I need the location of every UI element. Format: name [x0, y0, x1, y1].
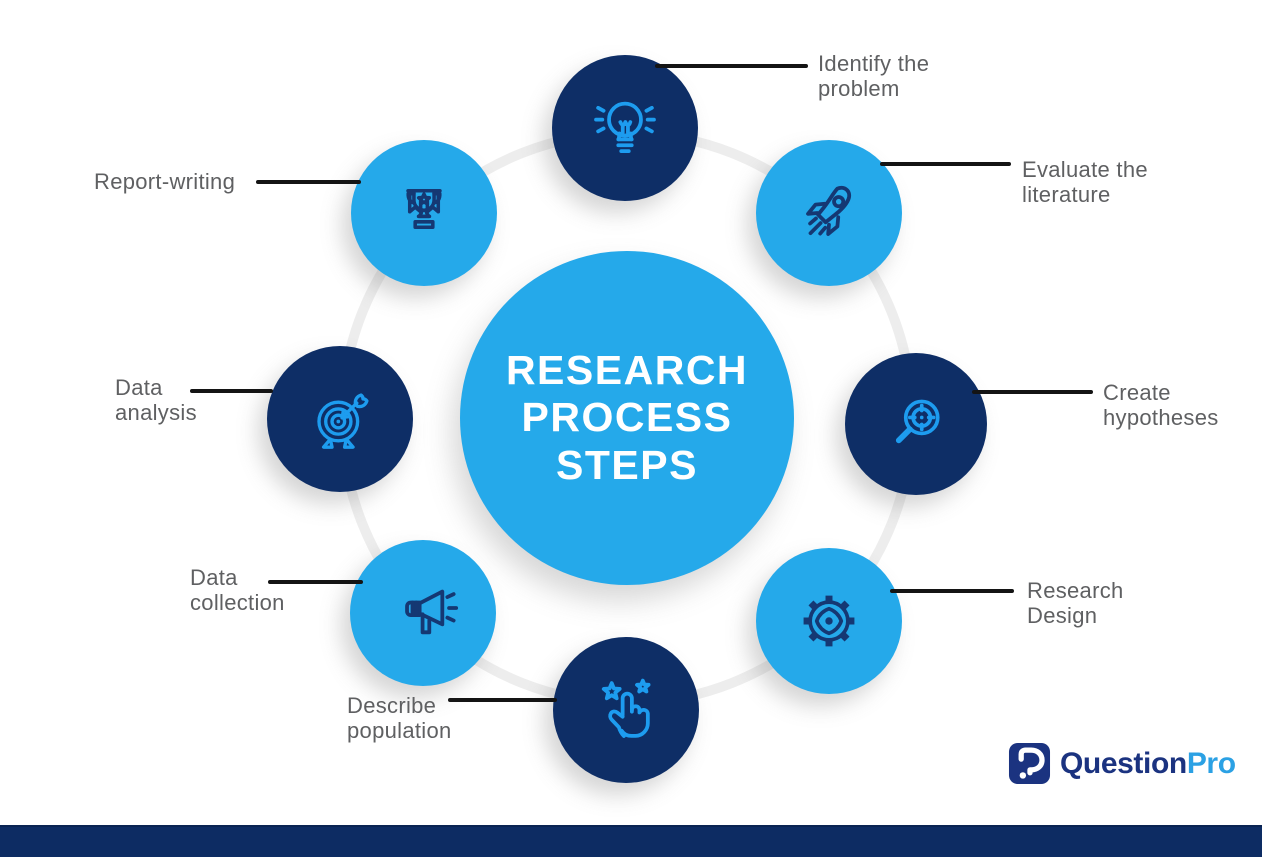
- connector-line-create-hypotheses: [972, 390, 1093, 394]
- diagram-title: RESEARCH PROCESS STEPS: [505, 346, 749, 488]
- logo-text-pro: Pro: [1186, 746, 1236, 780]
- step-label-research-design: Research Design: [1027, 578, 1124, 628]
- step-label-data-analysis: Data analysis: [115, 375, 197, 425]
- lightbulb-icon: [594, 101, 656, 153]
- logo-text-question: Question: [1060, 746, 1187, 780]
- rocket-icon: [806, 185, 852, 236]
- megaphone-icon: [405, 589, 459, 635]
- step-label-create-hypotheses: Create hypotheses: [1103, 380, 1219, 430]
- questionpro-mark-icon: [1008, 742, 1051, 785]
- connector-line-describe-population: [448, 698, 557, 702]
- center-circle: RESEARCH PROCESS STEPS: [460, 251, 794, 585]
- hand-stars-icon: [601, 678, 651, 738]
- step-circle-evaluate-literature: [756, 140, 902, 286]
- step-label-identify-problem: Identify the problem: [818, 51, 930, 101]
- connector-line-identify-problem: [655, 64, 808, 68]
- connector-line-report-writing: [256, 180, 361, 184]
- connector-line-evaluate-literature: [880, 162, 1011, 166]
- trophy-icon: [406, 188, 442, 230]
- questionpro-wordmark: QuestionPro: [1060, 747, 1236, 781]
- step-label-data-collection: Data collection: [190, 565, 285, 615]
- magnifier-crosshair-icon: [895, 399, 940, 444]
- footer-bar: [0, 825, 1262, 857]
- step-circle-create-hypotheses: [845, 353, 987, 495]
- step-circle-identify-problem: [552, 55, 698, 201]
- step-label-describe-population: Describe population: [347, 693, 452, 743]
- step-circle-data-collection: [350, 540, 496, 686]
- step-circle-report-writing: [351, 140, 497, 286]
- step-label-report-writing: Report-writing: [94, 169, 236, 194]
- step-circle-research-design: [756, 548, 902, 694]
- questionpro-logo: QuestionPro: [1008, 742, 1236, 785]
- connector-line-data-analysis: [190, 389, 273, 393]
- connector-line-data-collection: [268, 580, 363, 584]
- step-circle-describe-population: [553, 637, 699, 783]
- gear-icon: [803, 595, 855, 647]
- step-label-evaluate-literature: Evaluate the literature: [1022, 157, 1148, 207]
- connector-line-research-design: [890, 589, 1014, 593]
- dartboard-arrow-icon: [317, 393, 369, 449]
- step-circle-data-analysis: [267, 346, 413, 492]
